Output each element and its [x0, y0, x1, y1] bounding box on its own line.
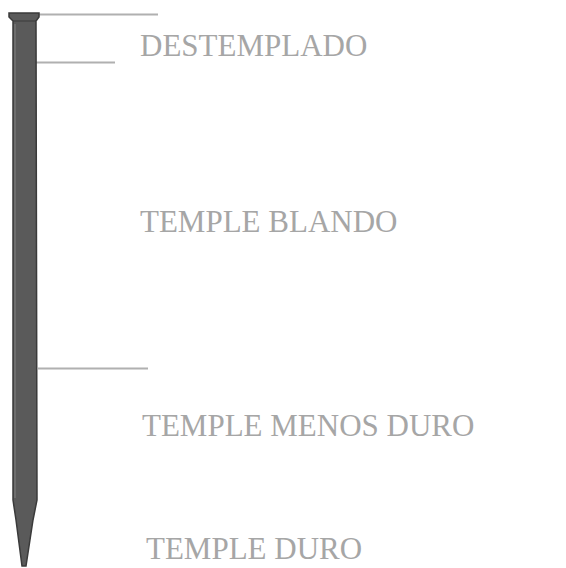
leader-line — [38, 14, 158, 16]
tool-rod — [9, 13, 39, 566]
zone-label: TEMPLE BLANDO — [140, 206, 397, 237]
leader-line — [38, 368, 148, 370]
rod-collar — [13, 21, 36, 22]
rod-highlight — [14, 24, 16, 498]
zone-label: TEMPLE MENOS DURO — [142, 410, 474, 441]
leader-line — [27, 62, 115, 64]
zone-label: TEMPLE DURO — [146, 533, 362, 564]
zone-label: DESTEMPLADO — [140, 30, 367, 61]
